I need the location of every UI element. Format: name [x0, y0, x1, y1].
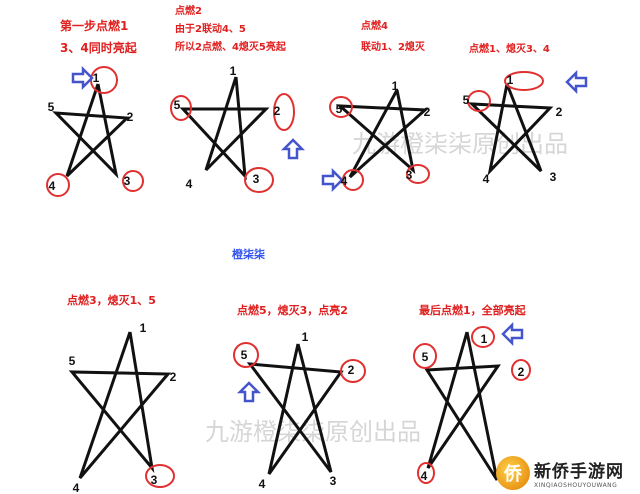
panel-3-node-5-lit-marker: [329, 96, 353, 118]
panel-5-node-3-lit-marker: [145, 464, 175, 488]
panel-2-caption-line-1: 点燃2: [175, 4, 202, 17]
panel-7-node-4-lit-marker: [417, 462, 435, 484]
panel-3-node-3-lit-marker: [406, 164, 430, 184]
panel-6-node-label-1: 1: [302, 330, 309, 344]
panel-3-arrow-icon: [321, 167, 344, 193]
panel-1-node-label-5: 5: [48, 100, 55, 114]
panel-2-node-5-lit-marker: [170, 95, 192, 121]
site-logo: 侨 新侨手游网 XINQIAOSHOUYOUWANG: [496, 454, 638, 492]
logo-name: 新侨手游网: [534, 462, 624, 482]
panel-2-node-label-4: 4: [186, 177, 193, 191]
panel-4-arrow-icon: [565, 69, 588, 95]
panel-2-arrow-icon: [280, 138, 306, 160]
panel-1-star: [52, 83, 131, 179]
panel-4-node-label-4: 4: [483, 172, 490, 186]
panel-1-node-label-4: 4: [49, 179, 56, 193]
panel-2-node-3-lit-marker: [244, 167, 274, 193]
panel-2-node-label-5: 5: [174, 98, 181, 112]
panel-1-node-label-2: 2: [127, 110, 134, 124]
panel-6-caption-line-1: 点燃5，熄灭3，点亮2: [237, 303, 348, 317]
panel-7-node-1-lit-marker: [471, 326, 495, 348]
panel-7-node-label-5: 5: [422, 350, 429, 364]
panel-4-node-label-2: 2: [556, 105, 563, 119]
panel-6-node-2-lit-marker: [340, 359, 366, 383]
panel-4-node-label-5: 5: [463, 93, 470, 107]
panel-3-node-label-3: 3: [406, 168, 413, 182]
panel-6-star: [246, 343, 344, 475]
panel-6-node-label-5: 5: [241, 348, 248, 362]
panel-2-node-label-1: 1: [230, 64, 237, 78]
panel-4-node-label-3: 3: [550, 170, 557, 184]
panel-4-node-label-1: 1: [507, 73, 514, 87]
panel-3-node-label-4: 4: [341, 174, 348, 188]
panel-2-caption-line-2: 由于2联动4、5: [175, 22, 246, 35]
panel-2-node-label-2: 2: [274, 104, 281, 118]
panel-2-node-2-lit-marker: [273, 93, 295, 131]
panel-5-node-label-3: 3: [151, 473, 158, 487]
panel-1-node-4-lit-marker: [46, 173, 70, 197]
panel-6-node-5-lit-marker: [233, 342, 259, 368]
panel-1-arrow-icon: [71, 65, 94, 91]
panel-4-star: [468, 83, 554, 176]
panel-6-node-label-2: 2: [348, 363, 355, 377]
panel-6-node-label-3: 3: [330, 474, 337, 488]
panel-1-caption-line-2: 3、4同时亮起: [60, 40, 138, 55]
panel-3-star: [335, 89, 429, 179]
panel-6-arrow-icon: [236, 381, 262, 403]
logo-badge-icon: 侨: [496, 456, 530, 490]
panel-5-node-label-4: 4: [73, 481, 80, 494]
panel-7-caption-line-1: 最后点燃1，全部亮起: [419, 303, 527, 317]
panel-4-node-5-lit-marker: [467, 90, 491, 112]
panel-1-node-3-lit-marker: [122, 170, 144, 192]
watermark-bottom: 九游橙柒柒原创出品: [205, 418, 421, 446]
panel-5-node-label-1: 1: [140, 321, 147, 335]
panel-7-node-5-lit-marker: [413, 343, 437, 369]
panel-5-node-label-2: 2: [170, 370, 177, 384]
panel-7-node-label-4: 4: [421, 469, 428, 483]
panel-7-arrow-icon: [501, 321, 524, 347]
panel-5-caption-line-1: 点燃3，熄灭1、5: [67, 293, 156, 307]
panel-3-node-label-1: 1: [392, 79, 399, 93]
panel-7-star: [424, 331, 501, 481]
panel-6-node-label-4: 4: [259, 477, 266, 491]
panel-2-caption-line-3: 所以2点燃、4熄灭5亮起: [175, 40, 287, 53]
author-label: 橙柒柒: [232, 247, 266, 261]
panel-7-node-label-1: 1: [481, 332, 488, 346]
panel-3-caption-line-1: 点燃4: [361, 19, 388, 32]
panel-5-node-label-5: 5: [69, 354, 76, 368]
panel-3-caption-line-2: 联动1、2熄灭: [361, 40, 426, 53]
panel-4-node-1-lit-marker: [504, 71, 544, 91]
panel-2-node-label-3: 3: [253, 172, 260, 186]
panel-5-star: [68, 331, 172, 479]
panel-2-star: [179, 76, 270, 181]
logo-subtitle: XINQIAOSHOUYOUWANG: [534, 482, 618, 489]
panel-4-caption-line-1: 点燃1、熄灭3、4: [469, 42, 550, 55]
panel-7-node-label-2: 2: [518, 365, 525, 379]
panel-7-node-2-lit-marker: [511, 359, 531, 381]
panel-1-node-label-3: 3: [124, 174, 131, 188]
panel-3-node-label-5: 5: [336, 102, 343, 116]
panel-1-node-label-1: 1: [93, 71, 100, 85]
panel-1-caption-line-1: 第一步点燃1: [60, 18, 128, 33]
panel-3-node-label-2: 2: [424, 105, 431, 119]
